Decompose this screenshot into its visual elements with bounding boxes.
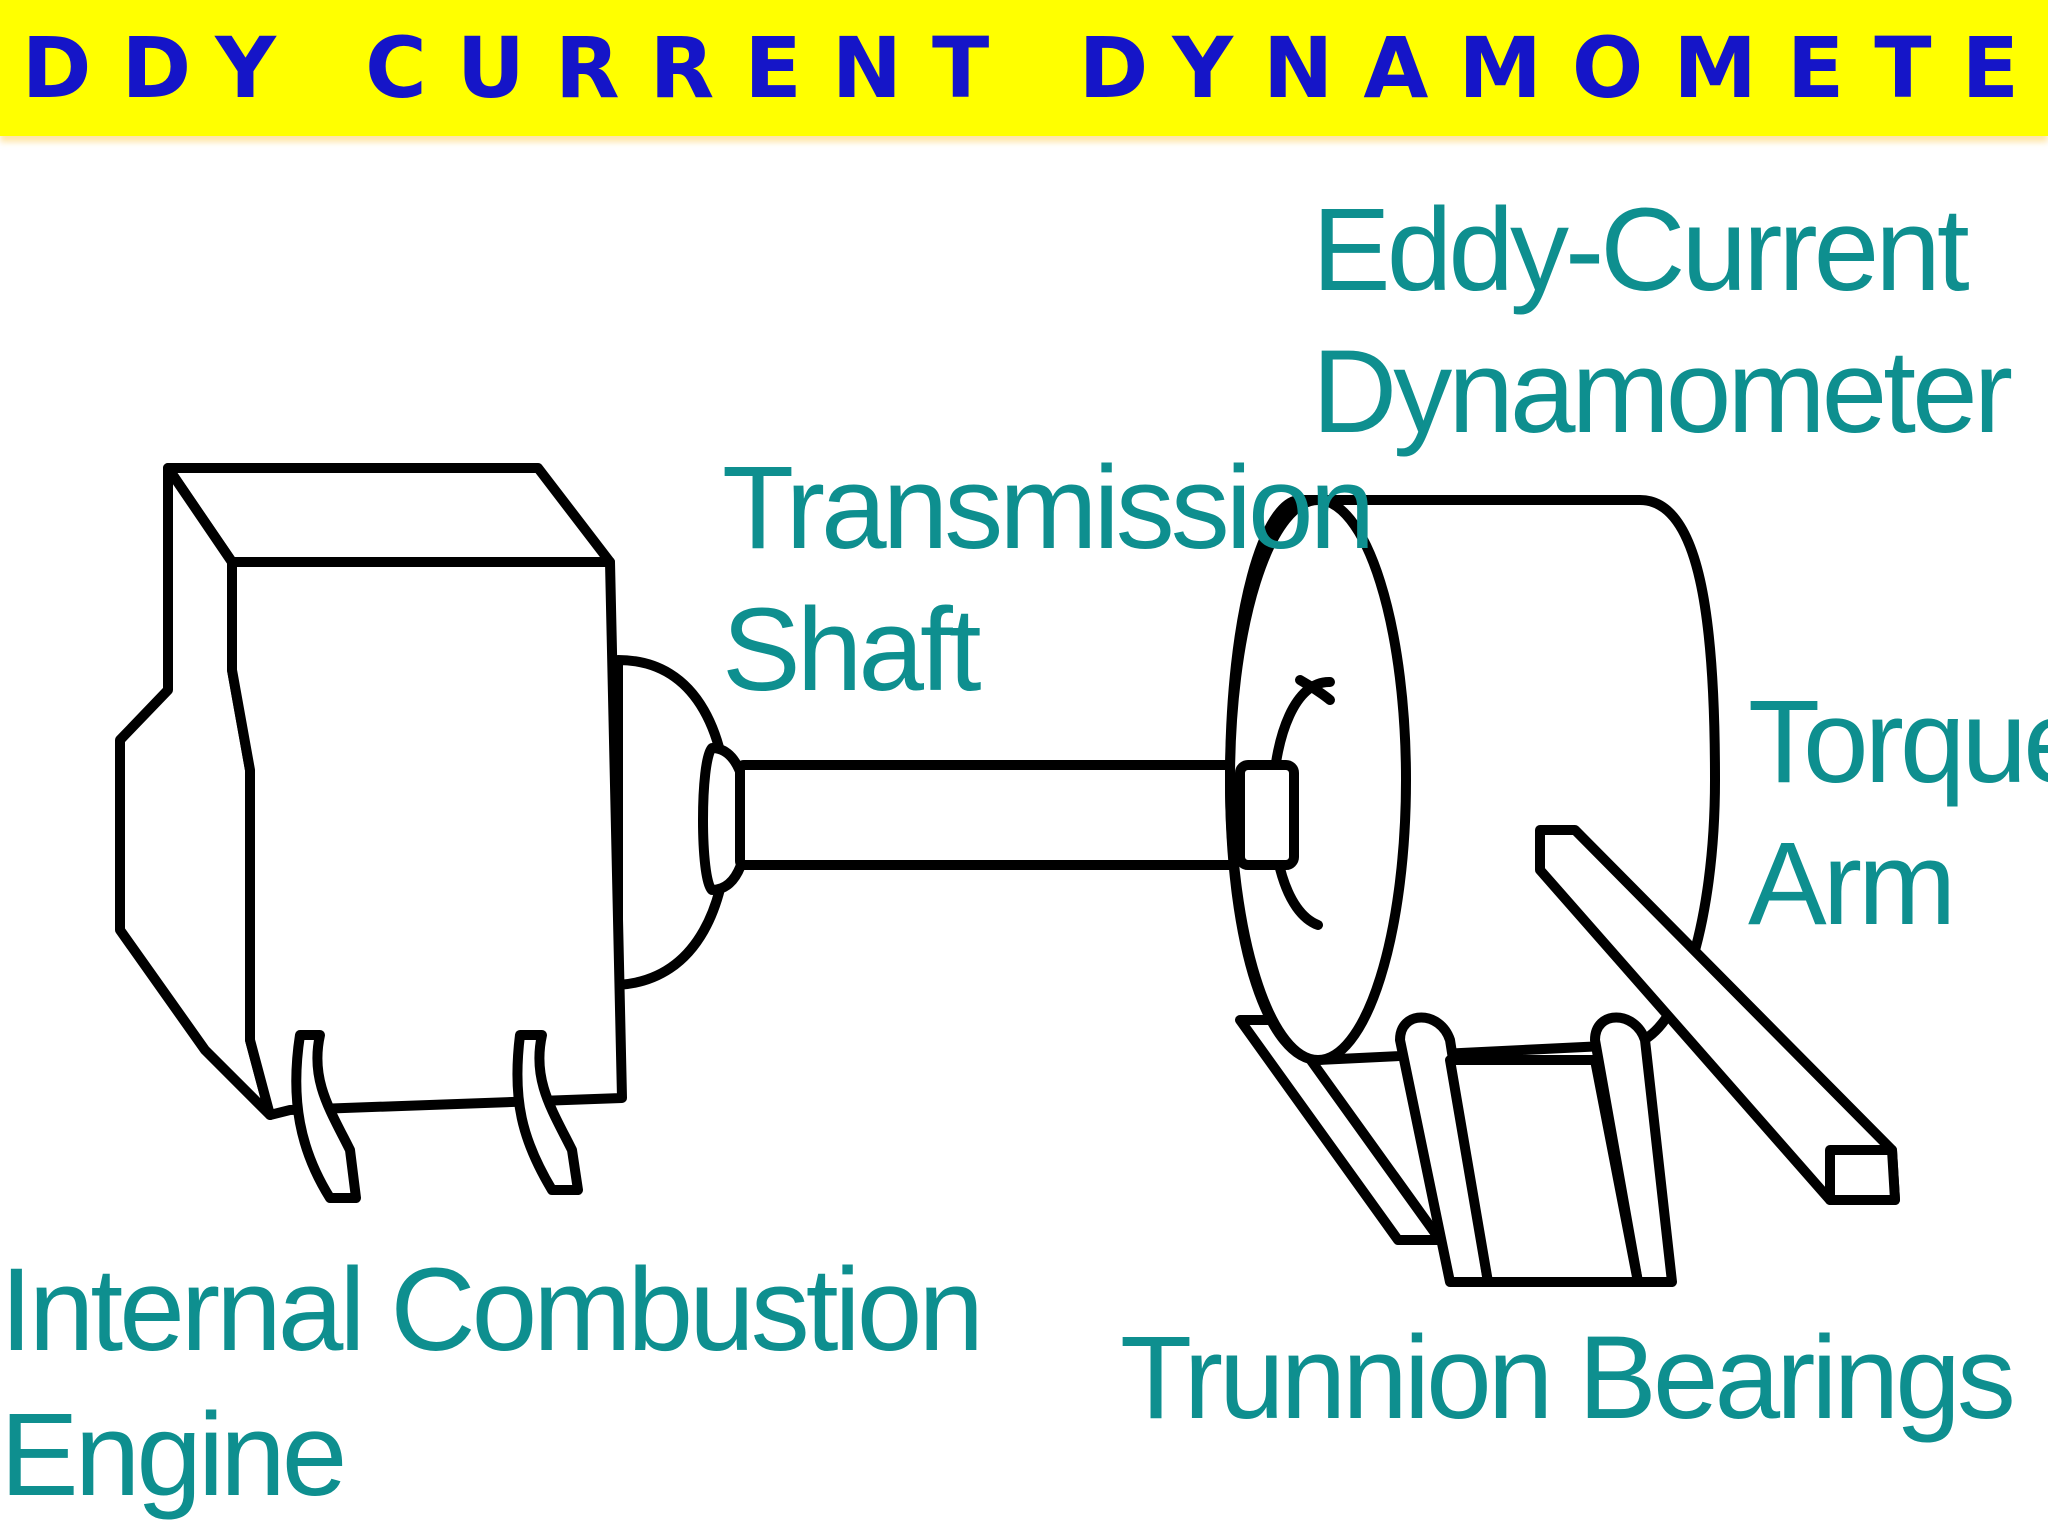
label-torque-arm-line2: Arm: [1748, 818, 1952, 950]
label-dynamometer-line2: Dynamometer: [1312, 326, 2012, 458]
label-bearings: Trunnion Bearings: [1120, 1312, 2012, 1444]
label-engine-line2: Engine: [0, 1389, 343, 1521]
engine-front-face: [227, 557, 627, 1120]
label-engine-line1: Internal Combustion: [0, 1244, 980, 1376]
dynamometer-end-face: [1225, 495, 1411, 1065]
transmission-shaft: [735, 760, 1285, 870]
label-torque-arm-line1: Torque: [1748, 676, 2048, 808]
title-banner: EDDY CURRENT DYNAMOMETER: [0, 0, 2048, 136]
shaft-stub: [1235, 760, 1299, 870]
bearing-base-plate: [1445, 1055, 1643, 1287]
engine-top-face: [163, 463, 615, 567]
engine-mount-foot-right: [512, 1030, 583, 1195]
label-shaft-line2: Shaft: [722, 584, 981, 716]
engine-mount-foot-left: [291, 1030, 361, 1203]
torque-arm-end-face: [1825, 1145, 1900, 1205]
trunnion-bearing-right: [1590, 1012, 1677, 1287]
label-shaft-line1: Transmission: [722, 442, 1371, 574]
label-dynamometer-line1: Eddy-Current: [1312, 184, 1969, 316]
dynamometer-drawing: [1225, 495, 1900, 1287]
engine-drawing: [115, 463, 753, 1203]
dynamometer-face-arc-outer: [1295, 675, 1335, 705]
page-title: EDDY CURRENT DYNAMOMETER: [0, 19, 2048, 117]
transmission-shaft-drawing: [735, 760, 1285, 870]
